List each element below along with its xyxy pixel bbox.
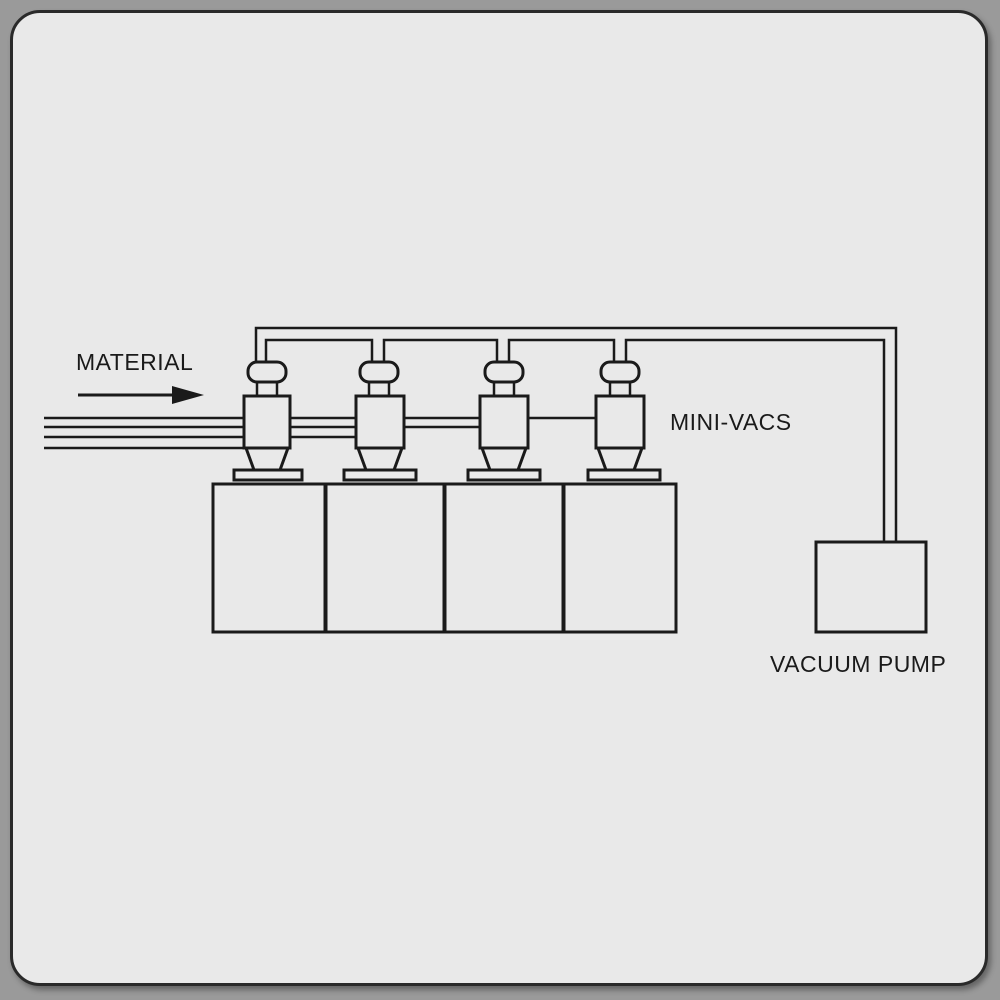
- mini-vacs-label: MINI-VACS: [670, 409, 792, 435]
- mini-vac-4: [586, 360, 662, 482]
- vacuum-pump-label: VACUUM PUMP: [770, 651, 946, 677]
- machine-bin-3: [443, 482, 565, 634]
- machine-bin-4: [562, 482, 678, 634]
- mini-vac-1: [232, 360, 304, 482]
- mini-vac-3: [466, 360, 542, 482]
- material-feed-lines: [44, 416, 596, 450]
- vacuum-manifold: [254, 326, 898, 542]
- machine-bin-2: [324, 482, 446, 634]
- material-label: MATERIAL: [76, 349, 193, 375]
- machine-bin-1: [211, 482, 327, 634]
- vacuum-pump-box: [814, 540, 928, 634]
- mini-vac-2: [342, 360, 418, 482]
- machine-bins: [211, 482, 678, 634]
- material-arrow: [78, 386, 204, 404]
